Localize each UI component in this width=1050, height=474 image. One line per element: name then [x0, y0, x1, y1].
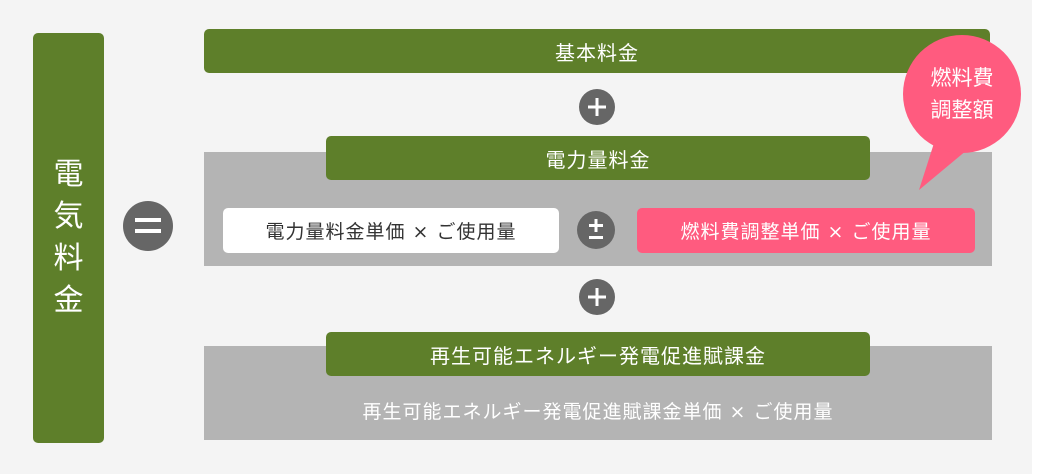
energy-charge-bar: 電力量料金 — [326, 136, 870, 180]
total-char-2: 気 — [53, 199, 84, 234]
plus-operator-1 — [579, 89, 615, 125]
callout-line-1: 燃料費 — [930, 66, 994, 90]
renewable-bar: 再生可能エネルギー発電促進賦課金 — [326, 332, 870, 376]
equals-operator — [123, 201, 173, 251]
fuel-formula-text: 燃料費調整単価 × ご使用量 — [680, 221, 932, 243]
energy-formula-text: 電力量料金単価 × ご使用量 — [265, 221, 517, 243]
fuel-adjustment-callout: 燃料費 調整額 — [903, 35, 1021, 153]
renewable-formula: 再生可能エネルギー発電促進賦課金単価 × ご使用量 — [204, 388, 992, 432]
total-char-1: 電 — [53, 157, 84, 192]
total-char-4: 金 — [53, 283, 84, 318]
plus-minus-icon — [589, 219, 603, 239]
plus-icon — [588, 98, 606, 116]
callout-line-2: 調整額 — [930, 98, 994, 122]
renewable-formula-text: 再生可能エネルギー発電促進賦課金単価 × ご使用量 — [362, 400, 834, 423]
plus-operator-2 — [579, 279, 615, 315]
energy-charge-label: 電力量料金 — [545, 147, 651, 172]
basic-charge-bar: 基本料金 — [204, 29, 990, 73]
plus-minus-operator — [577, 211, 615, 249]
energy-formula-box: 電力量料金単価 × ご使用量 — [223, 208, 559, 253]
renewable-label: 再生可能エネルギー発電促進賦課金 — [430, 343, 766, 368]
fuel-formula-box: 燃料費調整単価 × ご使用量 — [637, 208, 975, 253]
plus-icon — [588, 288, 606, 306]
basic-charge-label: 基本料金 — [555, 40, 639, 65]
total-char-3: 料 — [53, 241, 84, 276]
equals-icon — [135, 218, 161, 233]
total-charge-label: 電 気 料 金 — [33, 33, 104, 443]
